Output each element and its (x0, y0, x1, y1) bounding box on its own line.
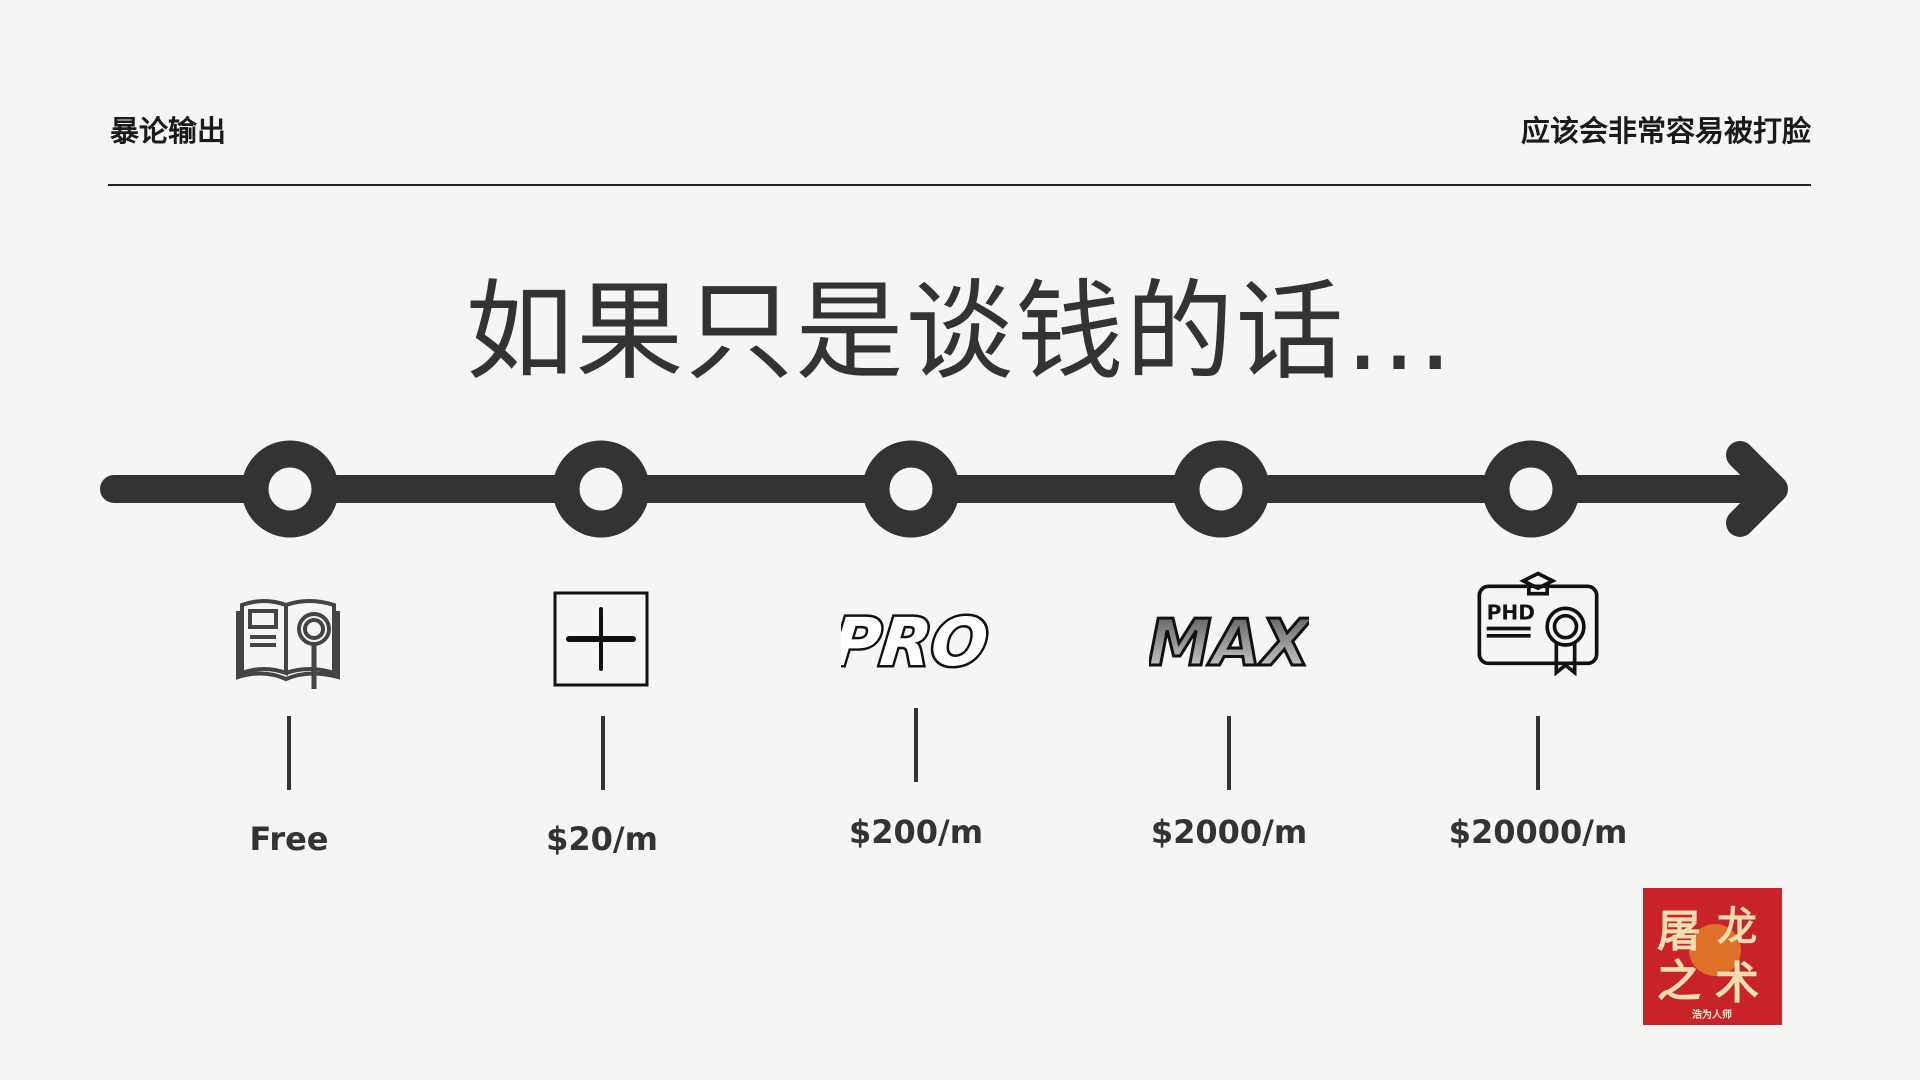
timeline-node (241, 440, 339, 538)
tier-tick (601, 716, 605, 790)
tier-tick (1227, 716, 1231, 790)
svg-text:浩为人师: 浩为人师 (1692, 1008, 1732, 1021)
timeline (100, 440, 1788, 538)
tier-tick (1536, 716, 1540, 790)
timeline-node (862, 440, 960, 538)
brand-logo-art: 屠 龙 之 术 浩为人师 (1657, 903, 1759, 1021)
price-pro: $200/m (848, 813, 984, 851)
tier-tick (914, 708, 918, 782)
brand-logo: 屠 龙 之 术 浩为人师 (1643, 888, 1782, 1025)
price-max: $2000/m (1150, 813, 1308, 851)
timeline-node (552, 440, 650, 538)
svg-text:龙: 龙 (1717, 903, 1757, 950)
book-magnifier-icon (236, 599, 340, 689)
phd-badge-text: PHD (1487, 600, 1535, 624)
max-text-icon: MAX (1149, 606, 1309, 683)
plus-icon (553, 591, 649, 687)
arrow-head-icon (1726, 441, 1788, 537)
pro-text-icon: PRO (841, 602, 991, 684)
page-title: 如果只是谈钱的话... (465, 270, 1455, 395)
timeline-node (1172, 440, 1270, 538)
max-badge-text: MAX (1149, 607, 1309, 681)
header-divider (108, 184, 1811, 186)
svg-text:屠: 屠 (1657, 906, 1701, 957)
header-left-title: 暴论输出 (110, 114, 227, 148)
svg-text:之: 之 (1657, 956, 1701, 1007)
header-right-title: 应该会非常容易被打脸 (1520, 114, 1811, 148)
price-plus: $20/m (546, 820, 658, 858)
tier-tick (287, 716, 291, 790)
price-phd: $20000/m (1448, 813, 1628, 851)
pro-badge-text: PRO (841, 604, 991, 681)
timeline-node (1482, 440, 1580, 538)
price-free: Free (249, 820, 329, 858)
svg-text:术: 术 (1715, 958, 1759, 1009)
phd-certificate-icon: PHD (1477, 571, 1599, 677)
